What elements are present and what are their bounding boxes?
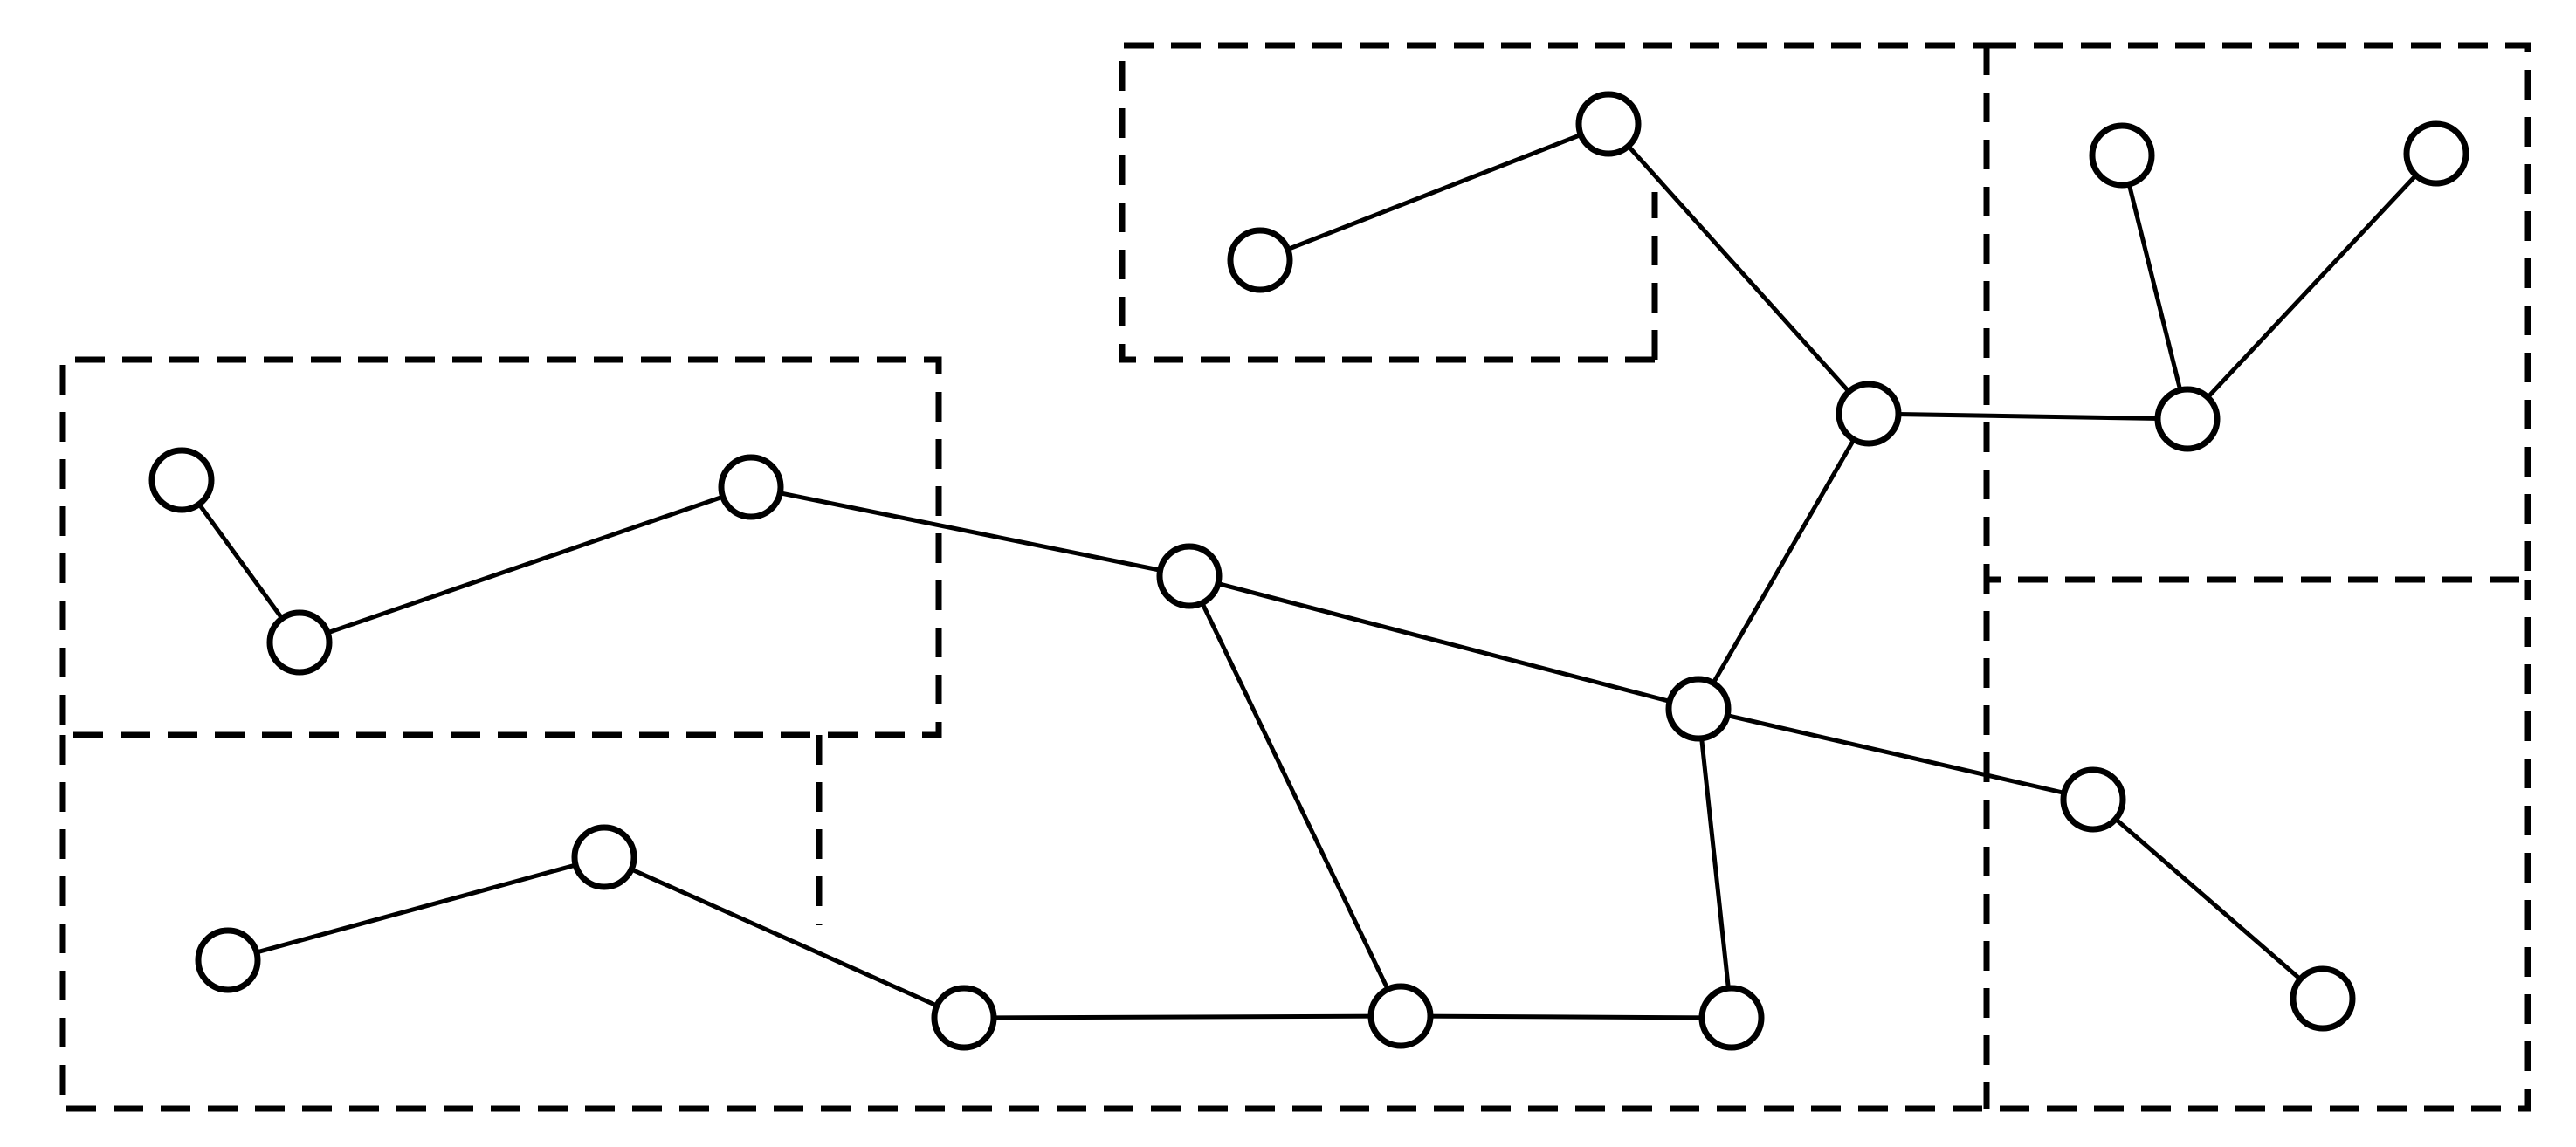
node-n4 xyxy=(2154,386,2221,452)
node-n9 xyxy=(718,454,784,520)
dashed-regions xyxy=(59,42,2531,1112)
edge-n10-n17 xyxy=(1187,574,1403,1019)
edge-n10-n11 xyxy=(1187,574,1701,711)
top-right-region xyxy=(1987,42,2531,583)
edge-n15-n16 xyxy=(602,855,967,1020)
edge-n14-n15 xyxy=(225,855,607,963)
edge-n12-n13 xyxy=(2090,797,2325,1001)
node-n13 xyxy=(2290,965,2356,1032)
graph-nodes xyxy=(148,91,2469,1051)
node-n10 xyxy=(1156,543,1223,609)
node-n5 xyxy=(2089,122,2155,189)
edge-n11-n12 xyxy=(1696,706,2096,802)
edge-n7-n8 xyxy=(179,477,302,645)
edge-n2-n3 xyxy=(1606,121,1871,416)
edge-n9-n10 xyxy=(748,484,1192,579)
node-n12 xyxy=(2060,766,2126,833)
node-n17 xyxy=(1367,983,1434,1049)
node-n6 xyxy=(2403,120,2469,187)
graph-edges xyxy=(179,121,2439,1020)
node-n8 xyxy=(266,609,333,676)
node-n16 xyxy=(931,985,997,1051)
left-upper-region xyxy=(59,356,942,738)
node-n11 xyxy=(1665,676,1732,742)
edge-n1-n2 xyxy=(1257,121,1611,263)
edge-n16-n17 xyxy=(961,1013,1403,1020)
node-n18 xyxy=(1698,985,1765,1051)
top-center-region xyxy=(1119,42,1987,363)
edge-n17-n18 xyxy=(1398,1013,1734,1020)
node-n14 xyxy=(195,927,261,993)
edge-n8-n9 xyxy=(297,484,754,645)
node-n2 xyxy=(1575,91,1642,157)
node-n7 xyxy=(148,447,215,513)
edge-n3-n4 xyxy=(1866,411,2190,422)
edge-n4-n6 xyxy=(2185,151,2439,422)
edge-n11-n18 xyxy=(1696,706,1734,1020)
node-n3 xyxy=(1836,381,1902,447)
node-n15 xyxy=(571,824,637,890)
node-n1 xyxy=(1227,227,1293,293)
edge-n11-n3 xyxy=(1696,411,1871,711)
edge-n4-n5 xyxy=(2119,153,2190,422)
left-lower-region xyxy=(59,580,2531,1112)
